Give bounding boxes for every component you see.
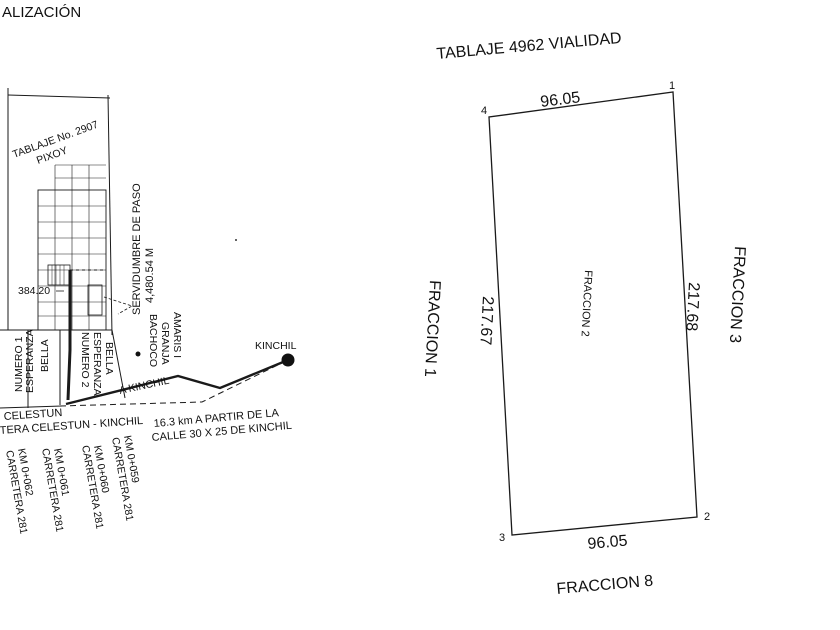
- north-label: TABLAJE 4962 VIALIDAD: [436, 30, 622, 63]
- kinchil-marker: [281, 353, 295, 367]
- bachoco-label: BACHOCO: [147, 314, 159, 367]
- bella-esperanza-2-line-1: BELLA: [103, 342, 115, 375]
- celestun-label: CELESTUN: [3, 407, 62, 423]
- vertex-4-label: 4: [481, 105, 487, 117]
- bella-esperanza-1-line-3: NUMERO 1: [13, 336, 25, 392]
- vertex-3-label: 3: [499, 532, 505, 544]
- km-markers: CARRETERA 281 KM 0+062 CARRETERA 281 KM …: [3, 434, 141, 535]
- servidumbre-path: [66, 270, 72, 401]
- bella-esperanza-1-line-2: ESPERANZA: [24, 329, 36, 393]
- servidumbre-label: SERVIDUMBRE DE PASO: [131, 183, 143, 315]
- servidumbre-length-label: 4,480.54 M: [144, 248, 156, 303]
- bella-esperanza-1-line-1: BELLA: [39, 339, 51, 372]
- vertex-1-label: 1: [669, 80, 675, 92]
- a-kinchil-label: A KINCHIL: [118, 375, 170, 397]
- side-bottom-label: 96.05: [587, 533, 628, 553]
- bachoco-marker: [135, 351, 141, 357]
- location-map: ALIZACIÓN TABLAJE No. 2907 PIXOY: [0, 4, 297, 535]
- bella-esperanza-2-line-3: NUMERO 2: [79, 332, 91, 388]
- road-to-kinchil: [65, 358, 289, 406]
- lower-parcels: [0, 329, 126, 409]
- center-label: FRACCION 2: [579, 270, 594, 337]
- servidumbre-leader: [103, 296, 133, 315]
- side-left-label: 217.67: [476, 296, 496, 346]
- vertex-2-label: 2: [704, 511, 710, 523]
- side-right-label: 217.68: [682, 282, 702, 332]
- survey-dot: [235, 239, 237, 241]
- parcel-plan: TABLAJE 4962 VIALIDAD 1 2 3 4 96.05 96.0…: [421, 30, 748, 598]
- amaris-label: AMARIS I: [171, 312, 183, 358]
- bella-esperanza-2-line-2: ESPERANZA: [91, 332, 103, 396]
- measure-384-label: 384.20: [18, 285, 50, 297]
- kinchil-label: KINCHIL: [255, 340, 297, 352]
- parcel-polygon: [488, 91, 698, 536]
- side-top-label: 96.05: [539, 89, 581, 111]
- map-boundary: [107, 94, 113, 336]
- west-label: FRACCION 1: [421, 280, 443, 378]
- lot-grid: [37, 164, 107, 331]
- south-label: FRACCION 8: [556, 573, 654, 598]
- granja-label: GRANJA: [159, 322, 171, 365]
- distance-dashed-line: [59, 359, 289, 407]
- map-boundary: [7, 94, 111, 99]
- map-header: ALIZACIÓN: [2, 4, 81, 21]
- east-label: FRACCION 3: [726, 246, 748, 344]
